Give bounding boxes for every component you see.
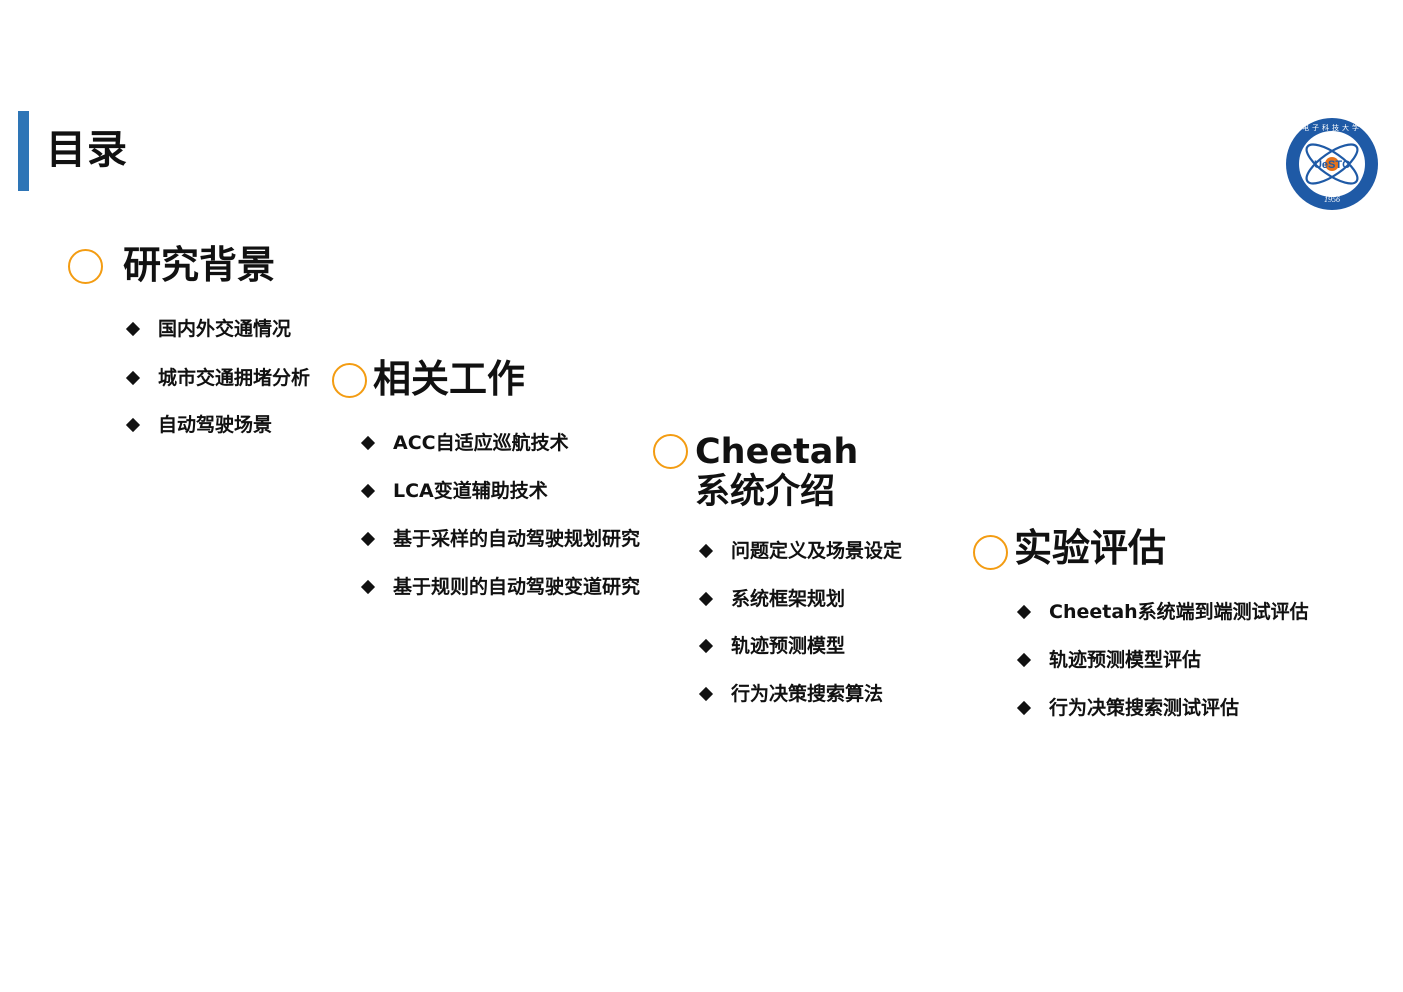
section-3-title-line-1: Cheetah	[695, 432, 859, 472]
diamond-bullet-icon	[360, 531, 376, 547]
section-4-circle-icon	[973, 535, 1008, 570]
diamond-bullet-icon	[1016, 604, 1032, 620]
diamond-bullet-icon	[125, 370, 141, 386]
logo-ring-text: 电子科技大学	[1302, 123, 1362, 132]
item-label: 城市交通拥堵分析	[158, 367, 311, 389]
diamond-bullet-icon	[125, 417, 141, 433]
section-2-item-3: 基于采样的自动驾驶规划研究	[360, 527, 640, 551]
section-3-title: Cheetah 系统介绍	[695, 432, 858, 512]
section-1-item-1: 国内外交通情况	[125, 317, 291, 341]
logo-year: 1956	[1324, 195, 1340, 204]
item-label: 轨迹预测模型评估	[1049, 649, 1202, 671]
section-1-item-2: 城市交通拥堵分析	[125, 366, 310, 390]
section-3-item-4: 行为决策搜索算法	[698, 682, 883, 706]
section-2-title: 相关工作	[373, 357, 526, 401]
item-label: 行为决策搜索算法	[731, 683, 884, 705]
section-4-title: 实验评估	[1014, 526, 1167, 570]
section-4-item-1: Cheetah系统端到端测试评估	[1016, 600, 1309, 624]
diamond-bullet-icon	[698, 543, 714, 559]
section-2-item-2: LCA变道辅助技术	[360, 479, 548, 503]
page-title: 目录	[46, 127, 128, 173]
section-2-item-1: ACC自适应巡航技术	[360, 431, 569, 455]
diamond-bullet-icon	[360, 579, 376, 595]
logo-text: UeSTC	[1314, 159, 1350, 171]
item-label: 系统框架规划	[731, 588, 846, 610]
item-label: 自动驾驶场景	[158, 414, 273, 436]
section-1-title: 研究背景	[123, 243, 276, 287]
item-label: 问题定义及场景设定	[731, 540, 903, 562]
item-label: ACC自适应巡航技术	[393, 432, 569, 454]
section-1-circle-icon	[68, 249, 103, 284]
section-4-item-3: 行为决策搜索测试评估	[1016, 696, 1239, 720]
item-label: 轨迹预测模型	[731, 635, 846, 657]
diamond-bullet-icon	[698, 591, 714, 607]
section-2-item-4: 基于规则的自动驾驶变道研究	[360, 575, 640, 599]
section-3-item-1: 问题定义及场景设定	[698, 539, 902, 563]
diamond-bullet-icon	[360, 435, 376, 451]
section-2-circle-icon	[332, 363, 367, 398]
diamond-bullet-icon	[1016, 652, 1032, 668]
university-logo: UeSTC 1956 电子科技大学	[1286, 118, 1378, 210]
item-label: LCA变道辅助技术	[393, 480, 548, 502]
diamond-bullet-icon	[125, 321, 141, 337]
section-3-item-3: 轨迹预测模型	[698, 634, 845, 658]
item-label: 行为决策搜索测试评估	[1049, 697, 1240, 719]
item-label: 基于采样的自动驾驶规划研究	[393, 528, 641, 550]
item-label: 基于规则的自动驾驶变道研究	[393, 576, 641, 598]
title-accent-bar	[18, 111, 29, 191]
section-3-item-2: 系统框架规划	[698, 587, 845, 611]
section-3-title-line-2: 系统介绍	[695, 472, 836, 512]
section-3-circle-icon	[653, 434, 688, 469]
item-label: 国内外交通情况	[158, 318, 292, 340]
item-label: Cheetah系统端到端测试评估	[1049, 601, 1309, 623]
diamond-bullet-icon	[698, 686, 714, 702]
section-4-item-2: 轨迹预测模型评估	[1016, 648, 1201, 672]
diamond-bullet-icon	[698, 638, 714, 654]
diamond-bullet-icon	[360, 483, 376, 499]
diamond-bullet-icon	[1016, 700, 1032, 716]
section-1-item-3: 自动驾驶场景	[125, 413, 272, 437]
